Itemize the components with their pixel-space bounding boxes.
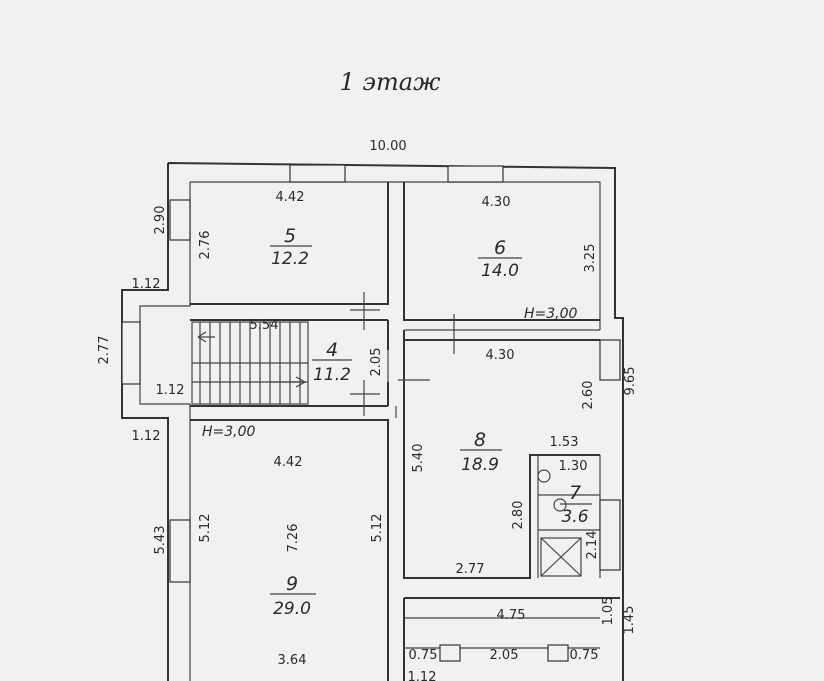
svg-text:14.0: 14.0 [481,261,519,281]
window-left-stair [121,321,141,385]
room-5-label: 5 12.2 [270,225,312,269]
dim-left-112-c: 1.12 [132,429,161,444]
dim-280: 2.80 [511,501,526,530]
overall-width-dim: 10.00 [369,139,406,154]
dim-475: 4.75 [497,608,526,623]
window-left-top [169,199,191,241]
svg-text:7: 7 [569,482,581,504]
dim-075-left: 0.75 [409,648,438,663]
stair-hall-wall [190,319,405,420]
door-ticks [350,292,455,418]
dim-room5-depth: 2.76 [198,231,213,260]
window-left-9 [169,519,191,583]
dim-205-bottom: 2.05 [490,648,519,663]
dim-room9-bottom: 3.64 [278,653,307,668]
svg-text:5: 5 [284,225,296,247]
dim-room9-depth: 7.26 [286,524,301,553]
dim-left-112-a: 1.12 [132,277,161,292]
svg-text:11.2: 11.2 [313,365,351,385]
room-7-label: 7 3.6 [560,482,592,527]
dim-room6-depth: 3.25 [583,244,598,273]
svg-text:9: 9 [286,573,298,595]
shower-tray [540,537,582,577]
sink-icon [553,498,567,512]
dim-room9-left: 5.12 [198,514,213,543]
dim-214: 2.14 [585,531,600,560]
plan-title: 1 этаж [340,68,441,96]
dim-112-bottom: 1.12 [408,670,437,681]
svg-text:12.2: 12.2 [271,249,309,269]
window-room-5 [289,164,346,183]
room-6-wall [403,182,600,321]
dim-right-260: 2.60 [581,381,596,410]
dim-277-bottom: 2.77 [456,562,485,577]
svg-text:18.9: 18.9 [461,455,499,475]
stairs [191,321,309,405]
svg-text:29.0: 29.0 [273,599,311,619]
window-right-8 [599,339,621,381]
dim-105: 1.05 [601,597,616,626]
dim-075-right: 0.75 [570,648,599,663]
room-9-label: 9 29.0 [270,573,316,619]
dim-left-112-b: 1.12 [156,383,185,398]
dim-room8-depth: 5.40 [411,444,426,473]
dim-stair-length: 5.54 [250,318,279,333]
window-bottom-right [547,644,569,662]
window-room-6 [447,165,504,183]
window-bottom-left [439,644,461,662]
svg-text:3.6: 3.6 [561,507,588,527]
window-right-7 [599,499,621,571]
svg-text:8: 8 [474,429,486,451]
dim-room9-right: 5.12 [370,514,385,543]
dim-room6-width: 4.30 [482,195,511,210]
height-note-room-6: H=3,00 [524,306,578,322]
svg-text:6: 6 [494,237,506,259]
dim-153: 1.53 [550,435,579,450]
dim-left-277: 2.77 [97,336,112,365]
room-8-wall [403,339,600,579]
dim-room9-top: 4.42 [274,455,303,470]
room-9-wall [190,419,620,681]
dim-145: 1.45 [622,606,637,635]
dim-overall-depth: 9.65 [623,367,638,396]
dim-room8-top: 4.30 [486,348,515,363]
dim-left-290: 2.90 [153,206,168,235]
room-5-wall [190,182,389,305]
dim-130: 1.30 [559,459,588,474]
dim-left-543: 5.43 [153,526,168,555]
height-note-room-9: H=3,00 [202,424,256,440]
room-6-label: 6 14.0 [478,237,522,281]
room-4-label: 4 11.2 [312,339,352,385]
dim-room5-width: 4.42 [276,190,305,205]
toilet-icon [537,469,551,483]
room-8-label: 8 18.9 [460,429,502,475]
svg-text:4: 4 [326,339,338,361]
dim-stair-205: 2.05 [369,348,384,377]
